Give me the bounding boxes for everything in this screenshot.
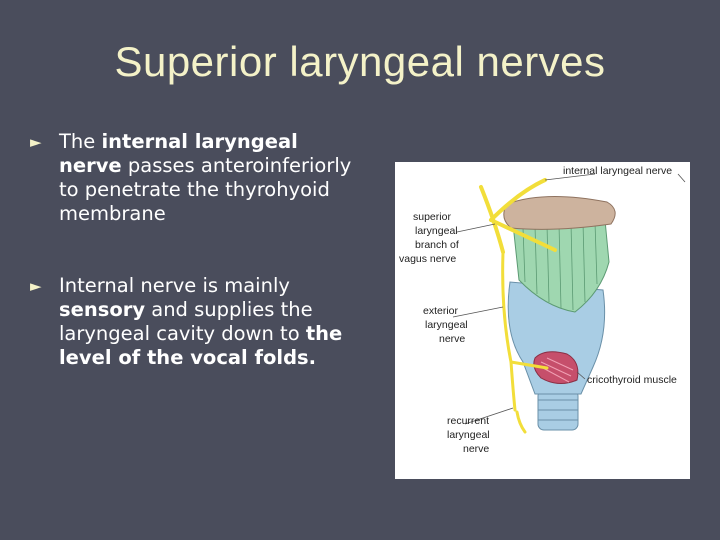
bullet-2-part-1: Internal nerve is mainly (59, 274, 290, 297)
label-exterior-line-2: laryngeal (425, 319, 468, 331)
label-superior-line-4: vagus nerve (399, 253, 456, 265)
label-recurrent-line-2: laryngeal (447, 429, 490, 441)
label-recurrent-line-1: recurrent (447, 415, 489, 427)
larynx-diagram: internal laryngeal nerve superior laryng… (395, 162, 690, 479)
bullet-2-text: Internal nerve is mainly sensory and sup… (59, 274, 342, 369)
label-superior-line-3: branch of (415, 239, 459, 251)
triangle-right-icon: ► (30, 133, 42, 151)
trachea (537, 389, 579, 431)
bullet-2-part-2: sensory (59, 298, 146, 321)
bullet-2-part-3: and supplies the laryngeal cavity down t… (59, 298, 313, 345)
bullet-2: ► Internal nerve is mainly sensory and s… (30, 274, 360, 370)
hyoid-bone (503, 195, 616, 230)
label-superior-line-1: superior (413, 211, 451, 223)
label-internal-laryngeal-nerve: internal laryngeal nerve (563, 165, 672, 177)
label-exterior-line-3: nerve (439, 333, 465, 345)
cricothyroid-muscle (533, 351, 579, 384)
nerve-paths (479, 178, 557, 434)
bullet-1-part-1: The (59, 130, 102, 153)
label-recurrent-line-3: nerve (463, 443, 489, 455)
label-recurrent-laryngeal-nerve: recurrent laryngeal nerve (447, 415, 490, 455)
label-exterior-laryngeal-nerve: exterior laryngeal nerve (423, 305, 468, 345)
bullet-list: ► The internal laryngeal nerve passes an… (30, 130, 360, 370)
bullet-2-part-4: the level of the vocal folds. (59, 322, 343, 369)
bullet-1-part-3: passes anteroinferiorly to penetrate the… (59, 154, 352, 225)
label-cricothyroid-muscle: cricothyroid muscle (587, 374, 677, 386)
label-superior-laryngeal-branch: superior laryngeal branch of vagus nerve (399, 211, 459, 265)
label-exterior-line-1: exterior (423, 305, 459, 317)
bullet-1-text: The internal laryngeal nerve passes ante… (59, 130, 351, 225)
triangle-right-icon: ► (30, 277, 42, 295)
slide-title: Superior laryngeal nerves (114, 38, 606, 85)
bullet-1-part-2: internal laryngeal nerve (59, 130, 298, 177)
label-superior-line-2: laryngeal (415, 225, 458, 237)
bullet-1: ► The internal laryngeal nerve passes an… (30, 130, 360, 226)
larynx-illustration: internal laryngeal nerve superior laryng… (399, 165, 686, 455)
